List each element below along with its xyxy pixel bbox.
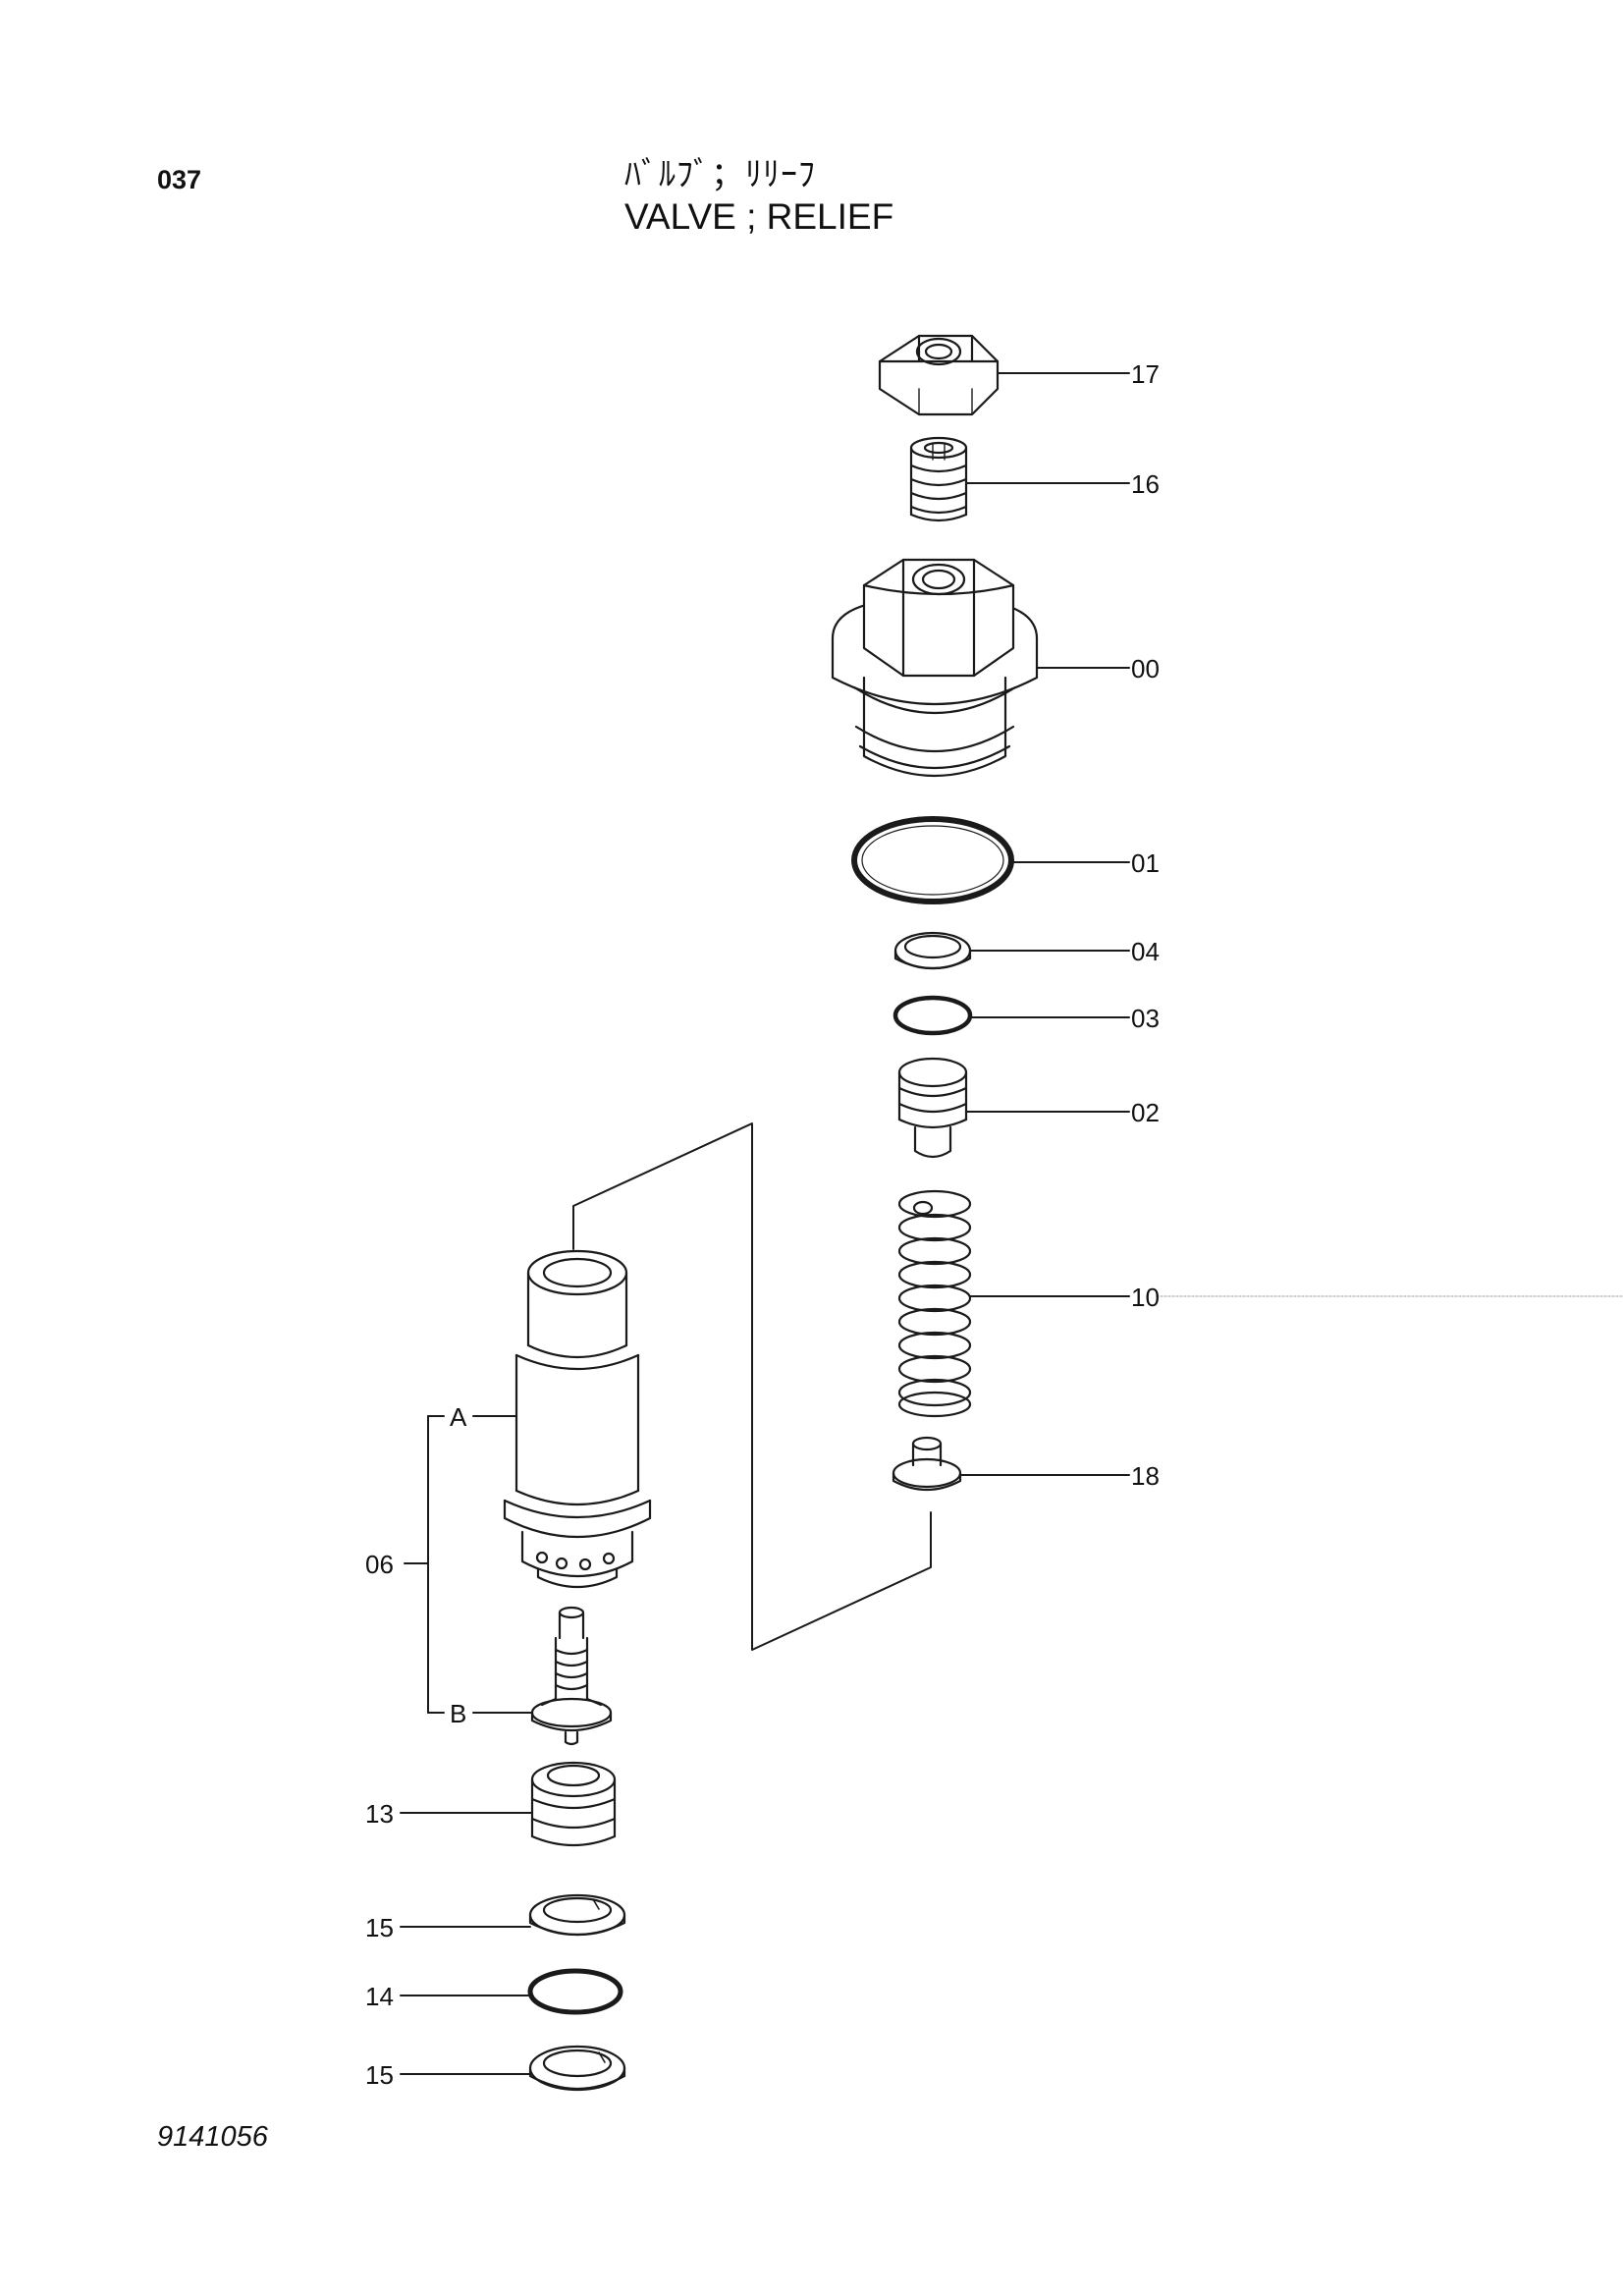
label-02: 02 (1131, 1098, 1160, 1127)
part-labels: 17 16 00 01 04 03 02 10 18 A B 06 13 15 … (365, 359, 1160, 2090)
label-13: 13 (365, 1799, 394, 1829)
label-15-lower: 15 (365, 2060, 394, 2090)
leader-lines (400, 372, 1130, 2075)
label-17: 17 (1131, 359, 1160, 389)
part-16-set-screw (909, 436, 968, 522)
part-18-poppet (892, 1436, 962, 1491)
part-14-o-ring (527, 1968, 623, 2015)
label-14: 14 (365, 1982, 394, 2011)
part-17-hex-nut (878, 334, 1000, 416)
page-number: 037 (157, 165, 202, 194)
label-a: A (450, 1402, 467, 1432)
label-10: 10 (1131, 1283, 1160, 1312)
title-english: VALVE ; RELIEF (624, 196, 894, 237)
part-02-piston (897, 1057, 968, 1159)
label-03: 03 (1131, 1004, 1160, 1033)
part-15-backup-ring-lower (528, 2045, 626, 2092)
label-01: 01 (1131, 848, 1160, 878)
part-15-backup-ring-upper (528, 1893, 626, 1937)
label-06: 06 (365, 1550, 394, 1579)
label-00: 00 (1131, 654, 1160, 683)
drawing-number: 9141056 (157, 2121, 268, 2153)
label-16: 16 (1131, 469, 1160, 499)
part-13-seat (530, 1761, 617, 1847)
title-japanese: ﾊﾞﾙﾌﾞ；ﾘﾘｰﾌ (624, 155, 816, 194)
assembly-connection-lines (572, 1122, 932, 1651)
part-01-large-o-ring (851, 816, 1014, 904)
label-15-upper: 15 (365, 1913, 394, 1942)
label-18: 18 (1131, 1461, 1160, 1491)
part-10-coil-spring (897, 1189, 972, 1418)
part-06a-sleeve (503, 1249, 652, 1589)
part-04-backup-ring (893, 931, 972, 970)
part-00-plug-body (831, 558, 1039, 777)
part-06b-poppet-stem (530, 1606, 613, 1746)
label-04: 04 (1131, 937, 1160, 966)
label-b: B (450, 1699, 466, 1728)
part-03-small-o-ring (893, 995, 973, 1036)
